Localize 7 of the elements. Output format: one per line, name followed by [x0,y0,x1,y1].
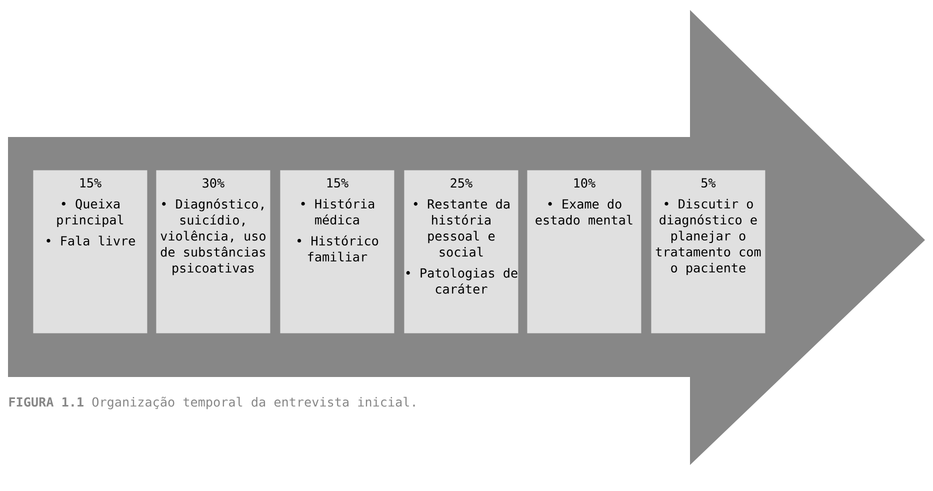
figure-caption: FIGURA 1.1 Organização temporal da entrevista inicial. [9,396,415,410]
step-box: 15% • História médica • Histórico familiar [280,170,394,334]
step-box: 5% • Discutir o diagnóstico e planejar o tratamento com o paciente [651,170,766,334]
step-box: 25% • Restante da história pessoal e social • Patologias de caráter [404,170,518,334]
step-box: 15% • Queixa principal • Fala livre [33,170,148,334]
step-box: 30% • Diagnóstico, suicídio, violência, uso de substâncias psicoativas [156,170,270,334]
step-box: 10% • Exame do estado mental [527,170,642,334]
